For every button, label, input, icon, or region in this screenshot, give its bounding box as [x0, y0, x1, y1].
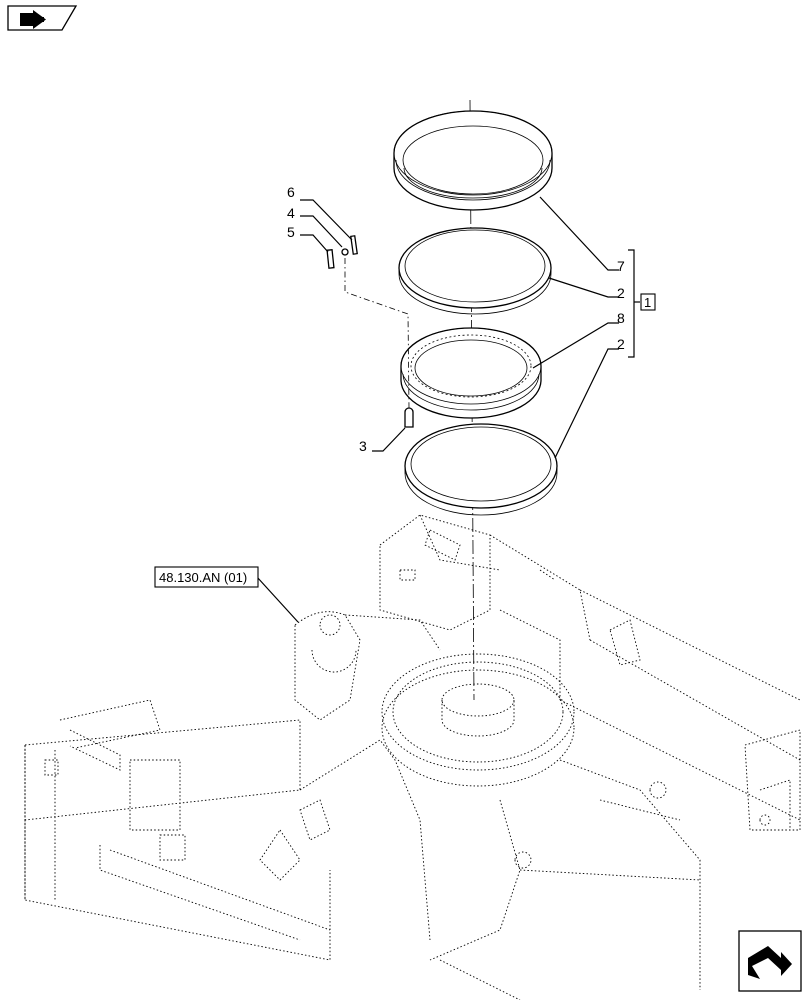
turntable-frame: [24, 514, 801, 1000]
part-3-dowel: [404, 407, 414, 428]
callout-3: 3: [359, 438, 367, 454]
bearing-outer-race: [393, 110, 553, 211]
callout-8: 8: [617, 310, 625, 326]
callout-7: 7: [617, 258, 625, 274]
svg-text:48.130.AN (01): 48.130.AN (01): [159, 570, 247, 585]
leader-lines: [256, 196, 640, 623]
next-page-arrow-icon[interactable]: [738, 930, 802, 992]
svg-text:1: 1: [644, 295, 651, 310]
seal-ring-upper: [398, 227, 552, 315]
seal-ring-lower: [404, 423, 558, 516]
plug-parts: [326, 235, 414, 428]
bearing-inner-gear-race: [400, 327, 542, 419]
part-6-pin: [350, 235, 358, 255]
kit-reference-box: 1: [640, 293, 656, 311]
callout-5: 5: [287, 224, 295, 240]
cross-reference-label[interactable]: 48.130.AN (01): [154, 566, 259, 588]
part-5-plug: [326, 249, 335, 269]
callout-4: 4: [287, 205, 295, 221]
callout-2-lower: 2: [617, 336, 625, 352]
callout-2-upper: 2: [617, 285, 625, 301]
callout-6: 6: [287, 184, 295, 200]
book-arrow-icon[interactable]: [7, 5, 78, 31]
part-4-ball: [341, 248, 349, 256]
